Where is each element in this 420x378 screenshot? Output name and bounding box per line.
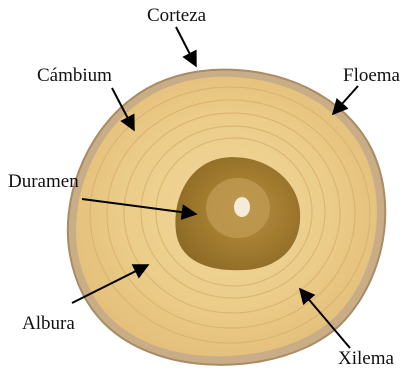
- pith: [234, 197, 250, 217]
- arrow-corteza: [176, 27, 196, 66]
- label-cambium: Cámbium: [37, 66, 112, 85]
- label-floema: Floema: [343, 66, 400, 85]
- label-corteza: Corteza: [147, 6, 206, 25]
- label-xilema: Xilema: [338, 349, 394, 368]
- label-duramen: Duramen: [8, 172, 79, 191]
- arrow-floema: [333, 86, 358, 114]
- label-albura: Albura: [22, 314, 75, 333]
